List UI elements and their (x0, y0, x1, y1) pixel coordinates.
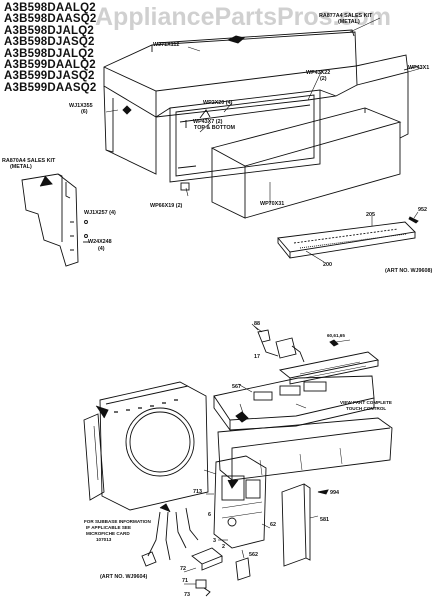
control-harness (253, 325, 351, 363)
label-art-bottom: (ART NO. WJ9604) (100, 574, 148, 580)
label-562: 562 (249, 552, 258, 558)
model-number: A3B599DAALQ2 (4, 59, 96, 72)
label-200: 200 (323, 262, 332, 268)
wp66x19-clip (180, 182, 190, 191)
label-952: 952 (418, 207, 427, 213)
label-sales-kit-left: RA870A4 SALES KIT (2, 158, 56, 164)
label-art-top: (ART NO. WJ9608) (385, 268, 433, 274)
touch-control-panel (278, 351, 380, 385)
label-wp70x31: WP70X31 (260, 201, 284, 207)
label-w24x248: W24X248 (88, 239, 112, 245)
model-number: A3B598DJASQ2 (4, 36, 95, 49)
base-bulkhead (217, 417, 393, 481)
model-number: A3B598DJALQ2 (4, 47, 94, 60)
model-number: A3B598DAALQ2 (4, 2, 96, 14)
callout-labels-top: RA877A4 SALES KIT (METAL) WJ71X112 WP43X… (2, 13, 433, 274)
label-wj1x257: WJ1X257 (4) (84, 210, 116, 216)
model-number: A3B599DAASQ2 (4, 81, 97, 94)
label-subbase-note-1: FOR SUBBASE INFORMATION (84, 519, 151, 524)
label-wp66x19: WP66X19 (2) (150, 203, 183, 209)
model-number: A3B599DJASQ2 (4, 70, 95, 83)
label-sales-kit-top-b: (METAL) (338, 19, 360, 25)
leader-lines-bottom (183, 323, 307, 585)
right-side-panel (355, 54, 419, 139)
label-sales-kit-left-b: (METAL) (10, 164, 32, 170)
relay-cluster (203, 455, 267, 549)
label-wj71x112: WJ71X112 (153, 42, 179, 48)
label-72: 72 (180, 566, 186, 572)
label-wj1x355: WJ1X355 (69, 103, 93, 109)
label-wp43x1: WP43X1 (408, 65, 429, 71)
watermark-text: ApplianceParts​Pros.com (95, 3, 391, 31)
label-581: 581 (320, 517, 329, 523)
label-wp43x22: WP43X22 (306, 70, 330, 76)
label-subbase-note-3: MICROFICHE CARD (86, 531, 130, 536)
wj1x355-screw (122, 105, 132, 115)
label-205: 205 (366, 212, 375, 218)
label-88: 88 (254, 321, 260, 327)
leader-lines-top (105, 17, 423, 205)
label-wj1x355-qty: (6) (81, 109, 88, 115)
label-top-bottom: TOP & BOTTOM (194, 125, 236, 131)
bottom-small-parts (191, 547, 251, 597)
label-62: 62 (270, 522, 276, 528)
inner-chassis-frame (155, 89, 337, 183)
label-2: 2 (222, 544, 225, 550)
label-73: 73 (184, 592, 190, 598)
label-713: 713 (193, 489, 202, 495)
label-994: 994 (330, 490, 339, 496)
model-number-list: A3B598DAALQ2 A3B598DAASQ2 A3B598DJALQ2 A… (4, 2, 97, 94)
base-pan (277, 211, 419, 263)
label-3: 3 (213, 538, 216, 544)
label-w24x248-qty: (4) (98, 246, 105, 252)
label-sales-kit-top: RA877A4 SALES KIT (319, 13, 373, 19)
label-6: 6 (208, 512, 211, 518)
label-view-part: VIEW PART COMPLETE (340, 400, 392, 405)
callout-labels-bottom: 88 60,61,65 567 17 VIEW PART COMPLETE TO… (84, 321, 392, 598)
fan-shroud (83, 381, 209, 511)
label-17: 17 (254, 354, 260, 360)
label-wp43x7: WP43X7 (2) (193, 119, 223, 125)
front-panel (210, 107, 402, 219)
label-subbase-note-2: IF APPLICABLE SEE (86, 525, 131, 530)
model-number: A3B598DJALQ2 (4, 24, 94, 37)
cover-plate (281, 483, 329, 567)
wire-leads (141, 503, 199, 567)
label-71: 71 (182, 578, 188, 584)
model-number: A3B598DAASQ2 (4, 13, 97, 26)
label-wp43x22-qty: (2) (320, 76, 327, 82)
label-wp2x20: WP2X20 (4) (203, 100, 233, 106)
left-side-panel (21, 173, 89, 267)
label-60-61-65: 60,61,65 (327, 333, 345, 338)
label-subbase-note-4: 107013 (96, 537, 112, 542)
label-567: 567 (232, 384, 241, 390)
label-touch-control: TOUCH CONTROL (346, 406, 386, 411)
